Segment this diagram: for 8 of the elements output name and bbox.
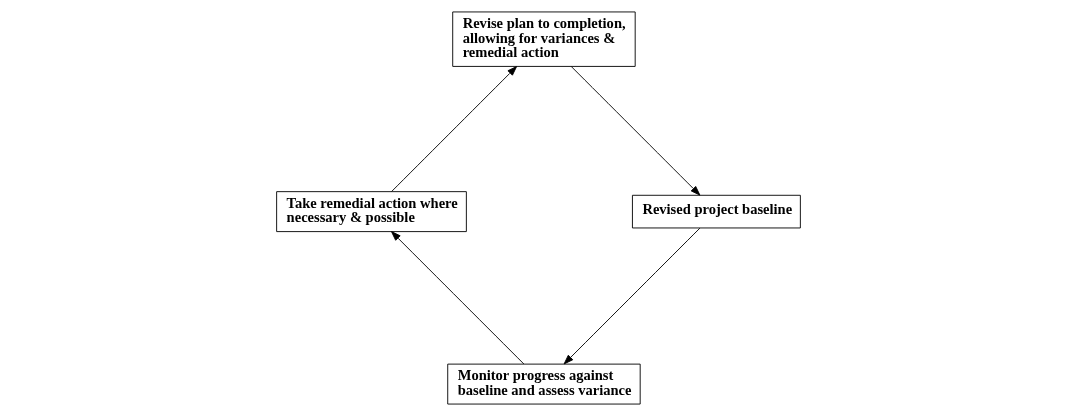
node-box: Revised project baseline (631, 194, 801, 229)
arrow (391, 66, 518, 192)
node-box: Take remedial action where necessary & possible (276, 191, 467, 233)
arrow (570, 66, 701, 196)
node-box: Revise plan to completion, allowing for variances & remedial action (452, 11, 636, 67)
arrow (563, 227, 701, 365)
node-box: Monitor progress against baseline and assess variance (447, 363, 641, 405)
arrow (391, 231, 525, 365)
